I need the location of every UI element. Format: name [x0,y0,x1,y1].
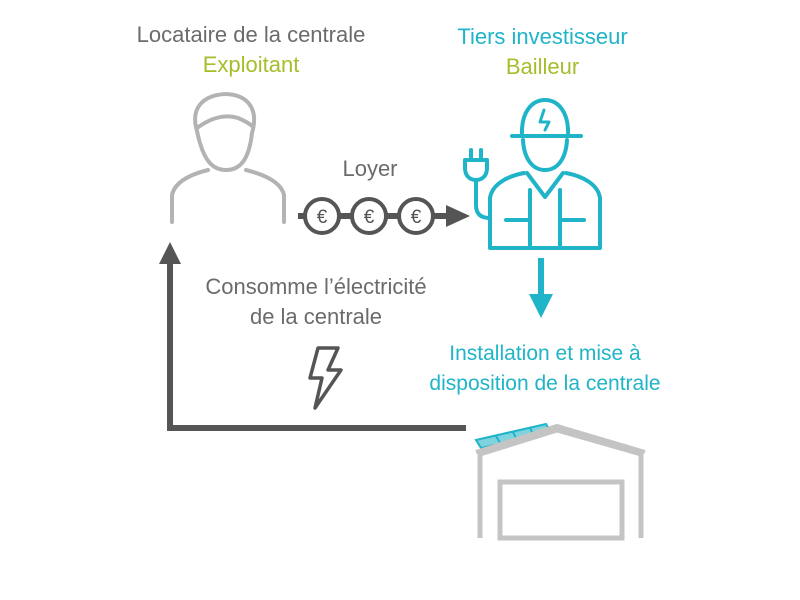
coin-symbol: € [411,207,422,228]
person-outline-icon [170,92,286,224]
worker-hardhat-icon [488,98,602,250]
install-line-2: disposition de la centrale [429,372,661,395]
coin-symbol: € [364,207,375,228]
install-line-1: Installation et mise à [449,342,641,365]
plug-icon [463,148,492,220]
warehouse-solar-icon [474,422,646,541]
down-arrow [529,258,553,318]
investor-role: Bailleur [505,54,580,79]
consume-line-1: Consomme l’électricité [205,274,427,299]
coin-symbol: € [317,207,328,228]
tenant-role: Exploitant [202,52,300,77]
euro-coin-icon: € [397,197,435,235]
consume-line-2: de la centrale [249,304,383,329]
consume-arrow [159,242,466,431]
investor-title: Tiers investisseur [457,24,628,49]
tenant-title: Locataire de la centrale [136,22,366,47]
rent-label: Loyer [342,156,398,181]
euro-coin-icon: € [303,197,341,235]
euro-coin-icon: € [350,197,388,235]
lightning-bolt-icon [308,346,343,410]
